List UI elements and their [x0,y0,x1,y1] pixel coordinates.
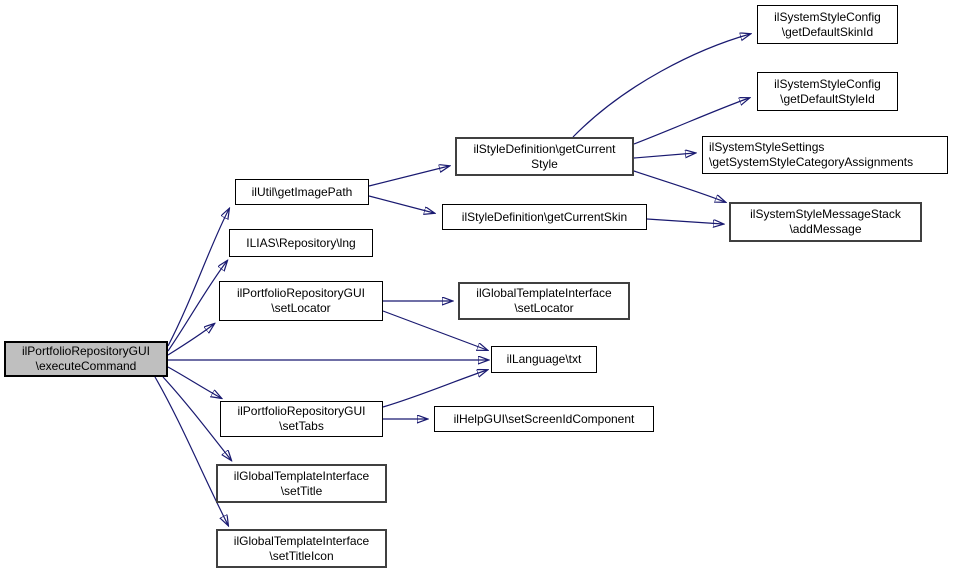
node-get-default-style-id[interactable]: ilSystemStyleConfig \getDefaultStyleId [757,72,898,111]
node-execute-command[interactable]: ilPortfolioRepositoryGUI \executeCommand [4,341,168,377]
edge-get-image-path-to-get-current-skin [368,195,434,213]
node-template-set-locator[interactable]: ilGlobalTemplateInterface \setLocator [458,282,630,320]
node-template-set-title[interactable]: ilGlobalTemplateInterface \setTitle [216,464,387,503]
node-style-settings[interactable]: ilSystemStyleSettings \getSystemStyleCat… [702,136,948,174]
node-template-set-title-icon[interactable]: ilGlobalTemplateInterface \setTitleIcon [216,529,387,568]
edge-portfolio-set-tabs-to-language-txt [382,370,487,408]
node-get-current-style[interactable]: ilStyleDefinition\getCurrent Style [455,137,634,176]
node-repository-lng[interactable]: ILIAS\Repository\lng [229,229,373,257]
node-get-image-path[interactable]: ilUtil\getImagePath [235,179,369,205]
edge-execute-command-to-portfolio-set-tabs [167,366,221,398]
edge-execute-command-to-template-set-title [162,376,231,460]
edge-get-current-style-to-get-default-style-id [633,98,749,145]
edge-get-image-path-to-get-current-style [368,166,449,187]
edge-get-current-style-to-add-message [633,170,725,202]
edge-portfolio-set-locator-to-language-txt [382,310,487,350]
edge-get-current-style-to-get-default-skin-id [572,34,750,138]
edge-execute-command-to-get-image-path [167,209,229,347]
node-help-set-screen-id[interactable]: ilHelpGUI\setScreenIdComponent [434,406,654,432]
edge-execute-command-to-portfolio-set-locator [167,324,214,356]
edge-get-current-style-to-style-settings [633,153,695,158]
edge-execute-command-to-repository-lng [167,261,227,352]
node-portfolio-set-locator[interactable]: ilPortfolioRepositoryGUI \setLocator [219,281,383,321]
edge-get-current-skin-to-add-message [646,218,723,224]
node-portfolio-set-tabs[interactable]: ilPortfolioRepositoryGUI \setTabs [220,401,383,437]
node-add-message[interactable]: ilSystemStyleMessageStack \addMessage [729,202,922,242]
node-language-txt[interactable]: ilLanguage\txt [491,346,597,373]
node-get-current-skin[interactable]: ilStyleDefinition\getCurrentSkin [442,204,647,230]
edge-execute-command-to-template-set-title-icon [154,376,228,525]
node-get-default-skin-id[interactable]: ilSystemStyleConfig \getDefaultSkinId [757,5,898,44]
